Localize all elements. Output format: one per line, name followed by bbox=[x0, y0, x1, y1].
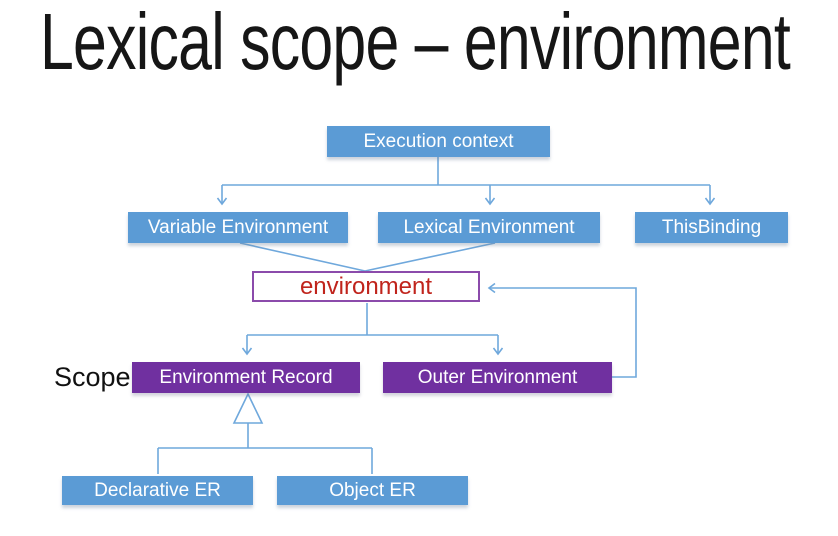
node-lexical-environment-label: Lexical Environment bbox=[403, 216, 575, 238]
node-object-er-label: Object ER bbox=[329, 479, 416, 501]
node-lexical-environment: Lexical Environment bbox=[378, 212, 600, 243]
edge-lexenv-to-environment bbox=[364, 242, 496, 272]
node-outer-environment-label: Outer Environment bbox=[417, 366, 578, 388]
scope-label: Scope bbox=[54, 362, 131, 392]
node-execution-context: Execution context bbox=[327, 126, 550, 157]
edge-varenv-to-environment bbox=[239, 242, 366, 272]
edge-outerenv-loop-to-environment bbox=[487, 282, 637, 378]
node-outer-environment: Outer Environment bbox=[383, 362, 612, 393]
node-variable-environment: Variable Environment bbox=[128, 212, 348, 243]
inheritance-triangle-icon bbox=[232, 392, 264, 424]
node-environment-record-label: Environment Record bbox=[159, 366, 333, 388]
node-object-er: Object ER bbox=[277, 476, 468, 505]
node-execution-context-label: Execution context bbox=[363, 130, 514, 152]
node-this-binding-label: ThisBinding bbox=[661, 216, 762, 238]
node-environment-label: environment bbox=[299, 272, 433, 300]
node-declarative-er-label: Declarative ER bbox=[94, 479, 221, 501]
slide-title: Lexical scope – environment bbox=[40, 0, 791, 86]
node-environment-record: Environment Record bbox=[132, 362, 360, 393]
node-environment: environment bbox=[252, 271, 480, 302]
node-this-binding: ThisBinding bbox=[635, 212, 788, 243]
node-variable-environment-label: Variable Environment bbox=[147, 216, 329, 238]
node-declarative-er: Declarative ER bbox=[62, 476, 253, 505]
